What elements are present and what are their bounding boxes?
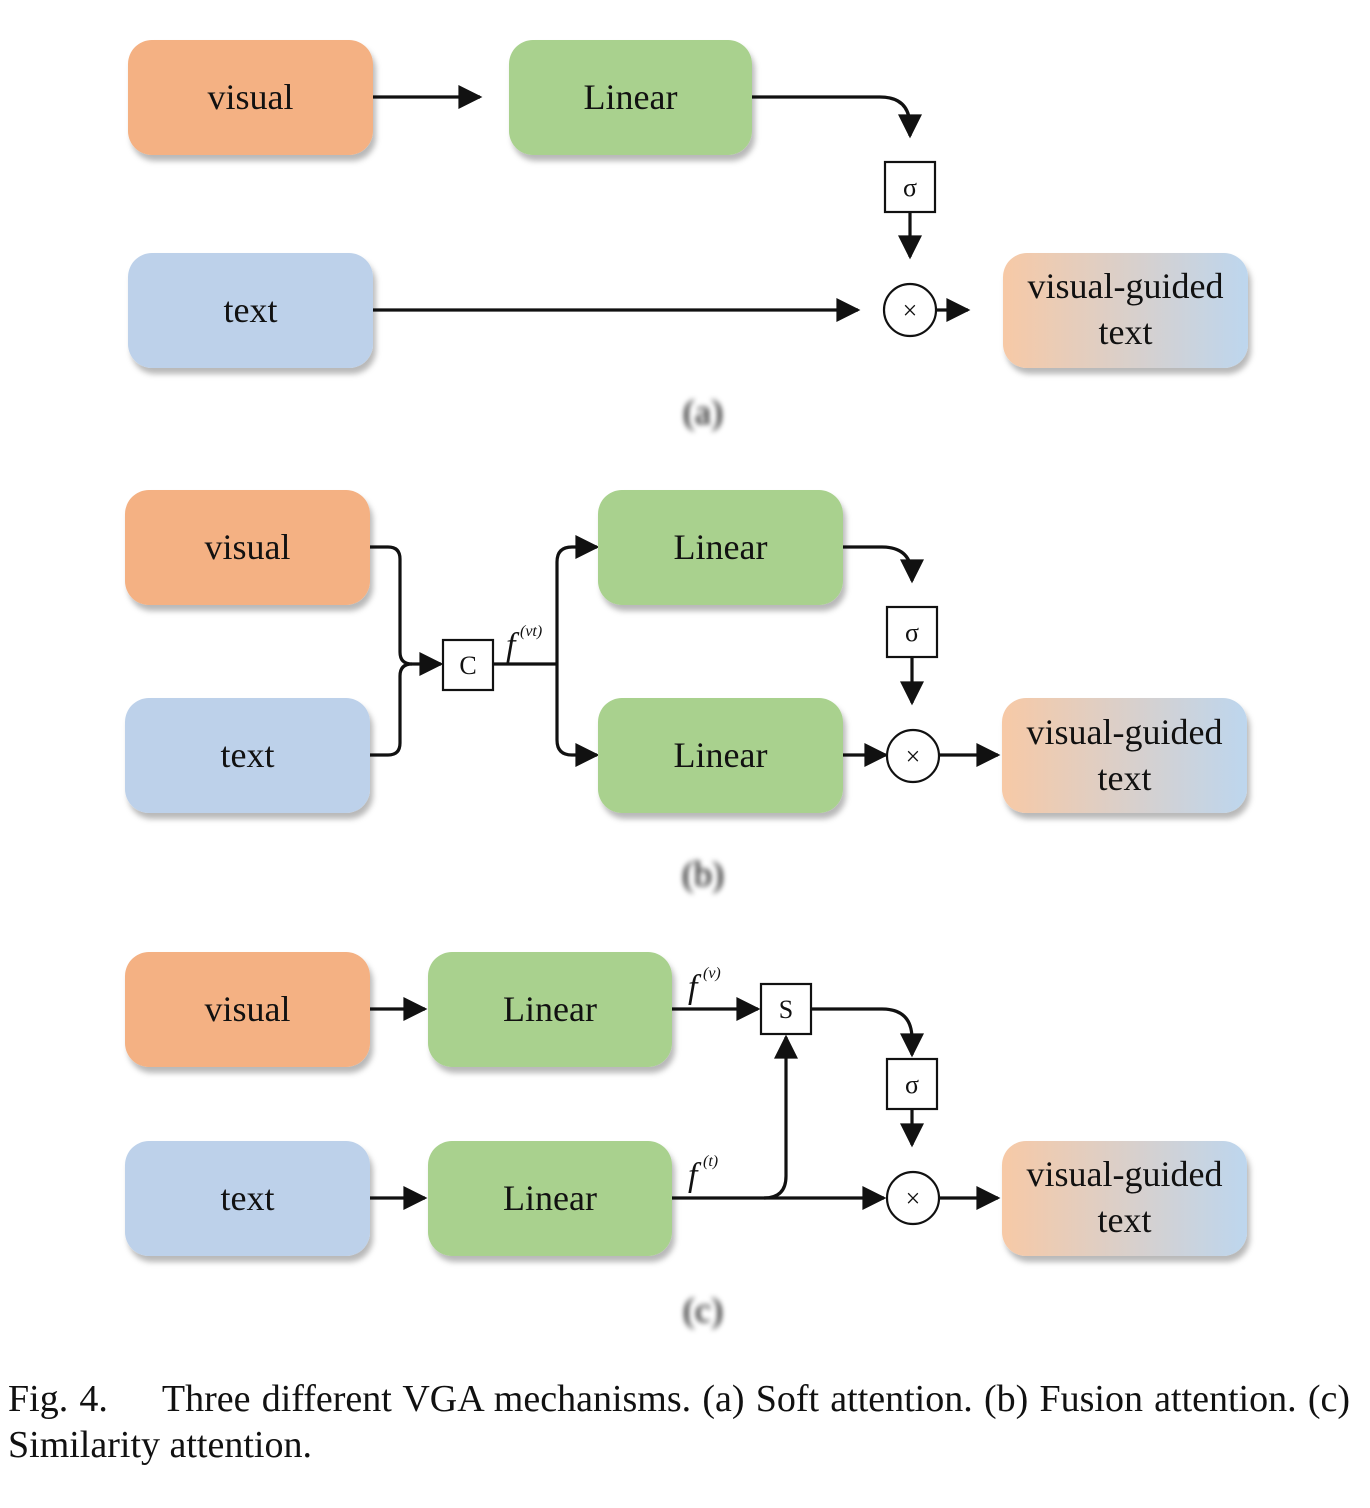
panel-a-sublabel: (a) <box>683 392 723 432</box>
wire-text-feature-to-similarity <box>763 1034 798 1200</box>
wire-linear-top-to-sigma <box>843 545 924 584</box>
multiply-operator: × <box>885 728 941 784</box>
similarity-operator: S <box>759 982 813 1036</box>
visual-box: visual <box>125 490 370 605</box>
text-box: text <box>125 698 370 813</box>
figure-caption: Fig. 4.Three different VGA mechanisms. (… <box>8 1376 1350 1468</box>
sigma-label: σ <box>905 618 919 647</box>
linear-box-label: Linear <box>584 77 678 117</box>
wire-similarity-to-sigma <box>811 1007 924 1058</box>
wire-split-to-linear-bottom <box>555 664 600 767</box>
multiply-label: × <box>903 296 918 325</box>
feature-v-label: f (v) <box>688 965 721 1006</box>
figure-number: Fig. 4. <box>8 1378 108 1420</box>
feature-v-superscript: (v) <box>703 965 721 982</box>
visual-box: visual <box>125 952 370 1067</box>
output-box: visual-guided text <box>1002 698 1247 813</box>
linear-box: Linear <box>509 40 752 155</box>
visual-box: visual <box>128 40 373 155</box>
feature-vt-symbol: f <box>506 627 520 664</box>
panel-b-sublabel: (b) <box>682 854 724 894</box>
panel-b: visual text Linear Linear visual-guided … <box>125 490 1247 894</box>
text-box: text <box>125 1141 370 1256</box>
feature-t-label: f (t) <box>688 1153 718 1194</box>
concat-label: C <box>459 651 476 680</box>
output-box: visual-guided text <box>1002 1141 1247 1256</box>
multiply-operator: × <box>885 1170 941 1226</box>
feature-t-superscript: (t) <box>703 1153 718 1170</box>
caption-text: Three different VGA mechanisms. (a) Soft… <box>8 1378 1350 1466</box>
linear-bottom-box: Linear <box>598 698 843 813</box>
feature-t-symbol: f <box>688 1157 702 1194</box>
linear-top-label: Linear <box>503 989 597 1029</box>
wire-split-to-linear-top <box>555 535 600 664</box>
panel-c: visual text Linear Linear visual-guided … <box>125 952 1247 1330</box>
sigma-label: σ <box>905 1070 919 1099</box>
vga-mechanisms-diagram: visual Linear text visual-guided text σ … <box>125 40 1248 1330</box>
visual-box-label: visual <box>208 77 294 117</box>
feature-vt-superscript: (vt) <box>520 623 542 640</box>
output-box-label-line2: text <box>1099 312 1153 352</box>
panel-a: visual Linear text visual-guided text σ … <box>128 40 1248 432</box>
concat-operator: C <box>441 638 495 692</box>
linear-bottom-label: Linear <box>503 1178 597 1218</box>
output-box-label-line1: visual-guided <box>1028 266 1224 306</box>
text-box-label: text <box>224 290 278 330</box>
linear-top-box: Linear <box>428 952 672 1067</box>
feature-v-symbol: f <box>688 969 702 1006</box>
sigma-operator: σ <box>885 605 939 659</box>
text-box-label: text <box>221 1178 275 1218</box>
panel-c-sublabel: (c) <box>683 1290 723 1330</box>
sigma-operator: σ <box>883 160 937 214</box>
output-box-label-line2: text <box>1098 1200 1152 1240</box>
multiply-label: × <box>906 1184 921 1213</box>
output-box: visual-guided text <box>1003 253 1248 368</box>
sigma-operator: σ <box>885 1057 939 1111</box>
output-box-label-line1: visual-guided <box>1027 712 1223 752</box>
linear-top-label: Linear <box>674 527 768 567</box>
output-box-label-line2: text <box>1098 758 1152 798</box>
wire-linear-to-sigma <box>752 95 922 139</box>
multiply-label: × <box>906 742 921 771</box>
similarity-label: S <box>779 995 793 1024</box>
multiply-operator: × <box>882 282 938 338</box>
wire-visual-to-concat <box>370 545 444 676</box>
text-box: text <box>128 253 373 368</box>
wire-text-to-concat <box>370 662 413 757</box>
output-box-label-line1: visual-guided <box>1027 1154 1223 1194</box>
visual-box-label: visual <box>205 989 291 1029</box>
linear-top-box: Linear <box>598 490 843 605</box>
linear-bottom-box: Linear <box>428 1141 672 1256</box>
text-box-label: text <box>221 735 275 775</box>
sigma-label: σ <box>903 173 917 202</box>
feature-vt-label: f (vt) <box>506 623 542 664</box>
linear-bottom-label: Linear <box>674 735 768 775</box>
visual-box-label: visual <box>205 527 291 567</box>
